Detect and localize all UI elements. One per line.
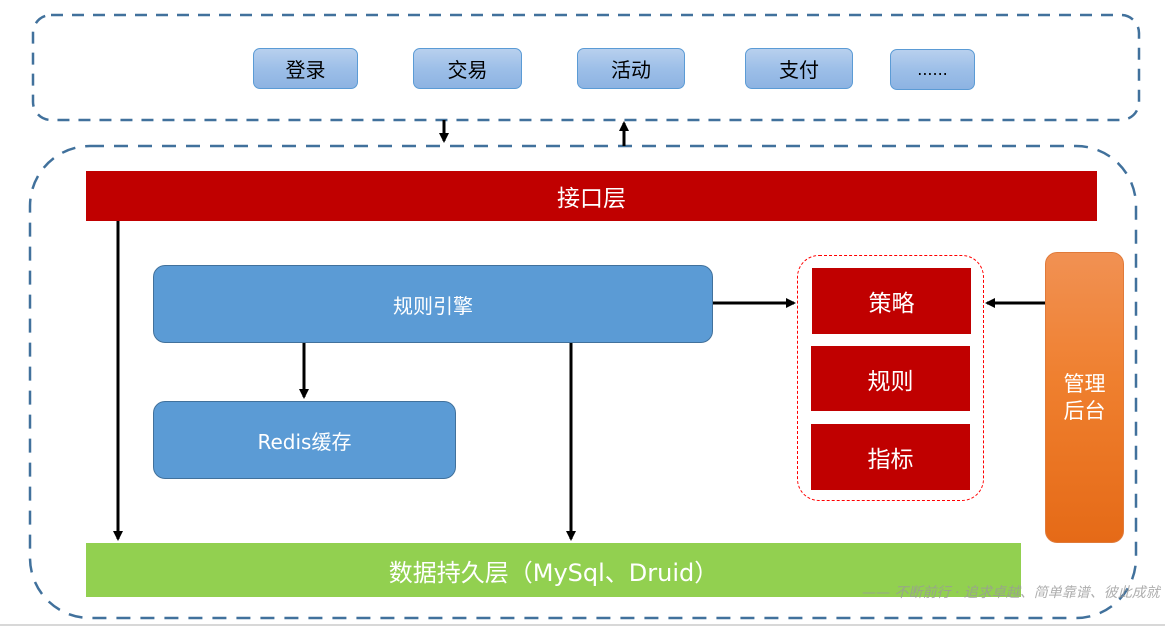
client-button-trade[interactable]: 交易 [413,48,522,89]
watermark: —— 不断前行 · 追求卓越、简单靠谱、彼此成就 [862,585,1160,601]
admin-console[interactable]: 管理后台 [1045,252,1124,543]
bottom-divider [0,624,1165,626]
strategy-label: 策略 [868,291,915,317]
api-layer[interactable]: 接口层 [86,171,1097,221]
client-button-label: 活动 [611,58,651,82]
data-persistence-layer[interactable]: 数据持久层（MySql、Druid） [86,543,1021,597]
client-button-activity[interactable]: 活动 [577,48,685,89]
client-button-label: 交易 [447,58,488,82]
rule-box[interactable]: 规则 [811,346,970,411]
data-layer-label: 数据持久层（MySql、Druid） [388,558,719,587]
metric-label: 指标 [867,447,914,473]
admin-console-label: 管理后台 [1063,371,1106,423]
strategy-box[interactable]: 策略 [812,268,971,334]
client-button-label: 登录 [285,58,326,82]
client-button-label: ...... [917,60,948,79]
client-button-payment[interactable]: 支付 [745,48,853,89]
rule-label: 规则 [867,368,914,395]
api-layer-label: 接口层 [557,186,626,212]
client-button-label: 支付 [779,58,819,82]
rule-engine-label: 规则引擎 [393,293,473,318]
client-button-login[interactable]: 登录 [253,48,358,89]
redis-cache-label: Redis缓存 [257,429,352,454]
metric-box[interactable]: 指标 [811,424,970,490]
redis-cache[interactable]: Redis缓存 [153,401,456,479]
client-button-more[interactable]: ...... [890,49,975,90]
policy-group [797,255,984,501]
rule-engine[interactable]: 规则引擎 [153,265,713,343]
